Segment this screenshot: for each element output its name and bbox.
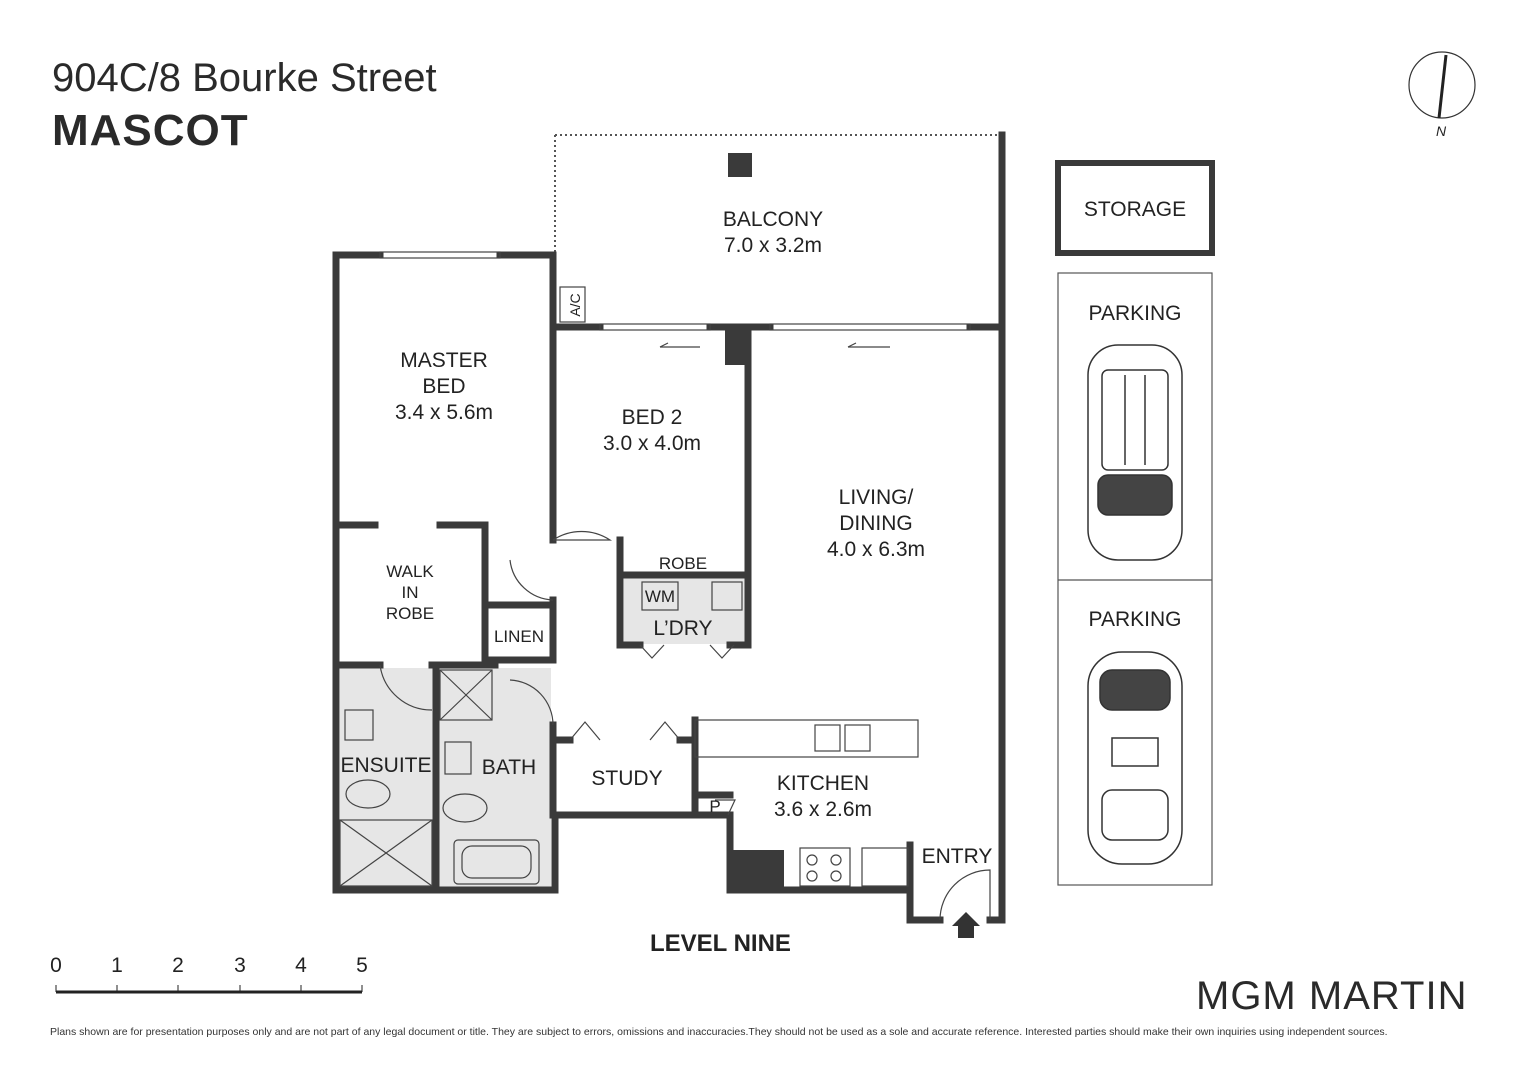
master-bed-label-2: BED bbox=[422, 375, 465, 398]
storage-label: STORAGE bbox=[1084, 198, 1186, 221]
robe-label: ROBE bbox=[659, 554, 707, 573]
master-bed-label: MASTER bbox=[400, 349, 488, 372]
balcony-size: 7.0 x 3.2m bbox=[724, 234, 822, 257]
bed2-label: BED 2 bbox=[622, 406, 683, 429]
bed2-size: 3.0 x 4.0m bbox=[603, 432, 701, 455]
brand-logo: MGM MARTIN bbox=[1196, 974, 1468, 1018]
ensuite-label: ENSUITE bbox=[340, 754, 431, 777]
scale-tick: 1 bbox=[111, 954, 123, 977]
living-size: 4.0 x 6.3m bbox=[827, 538, 925, 561]
kitchen-size: 3.6 x 2.6m bbox=[774, 798, 872, 821]
kitchen-label: KITCHEN bbox=[777, 772, 869, 795]
balcony-balustrade bbox=[554, 134, 1002, 255]
walk-in-robe-label-2: IN bbox=[402, 583, 419, 602]
walk-in-robe-label-3: ROBE bbox=[386, 604, 434, 623]
fixtures bbox=[339, 251, 991, 921]
scale-tick: 3 bbox=[234, 954, 246, 977]
wet-areas bbox=[340, 578, 746, 888]
parking-area bbox=[1057, 272, 1213, 886]
scale-tick: 5 bbox=[356, 954, 368, 977]
scale-tick: 0 bbox=[50, 954, 62, 977]
address-title: 904C/8 Bourke Street bbox=[52, 56, 437, 100]
parking-label-1: PARKING bbox=[1089, 302, 1182, 325]
study-label: STUDY bbox=[591, 767, 662, 790]
column bbox=[725, 327, 748, 365]
entry-arrow-icon bbox=[952, 912, 980, 938]
laundry-label: L’DRY bbox=[653, 617, 712, 640]
dining-label: DINING bbox=[839, 512, 913, 535]
linen-label: LINEN bbox=[494, 627, 544, 646]
fridge-block bbox=[728, 850, 784, 890]
level-label: LEVEL NINE bbox=[650, 930, 791, 957]
suburb-title: MASCOT bbox=[52, 106, 249, 155]
car-icon bbox=[1087, 344, 1183, 561]
walk-in-robe-label: WALK bbox=[386, 562, 434, 581]
living-label: LIVING/ bbox=[839, 486, 914, 509]
pantry-label: P bbox=[709, 797, 720, 816]
balcony-label: BALCONY bbox=[723, 208, 823, 231]
car-icon bbox=[1087, 651, 1183, 865]
wm-label: WM bbox=[645, 587, 675, 606]
scale-bar: 0 1 2 3 4 5 bbox=[50, 954, 368, 994]
north-arrow-icon: N bbox=[1408, 51, 1476, 139]
parking-label-2: PARKING bbox=[1089, 608, 1182, 631]
disclaimer: Plans shown are for presentation purpose… bbox=[50, 1026, 1388, 1038]
ac-label: A/C bbox=[567, 293, 583, 316]
storage-box bbox=[1055, 160, 1215, 256]
scale-tick: 4 bbox=[295, 954, 307, 977]
north-label: N bbox=[1436, 123, 1447, 139]
scale-tick: 2 bbox=[172, 954, 184, 977]
entry-label: ENTRY bbox=[922, 845, 993, 868]
master-bed-size: 3.4 x 5.6m bbox=[395, 401, 493, 424]
column bbox=[728, 153, 752, 177]
bath-label: BATH bbox=[482, 756, 536, 779]
